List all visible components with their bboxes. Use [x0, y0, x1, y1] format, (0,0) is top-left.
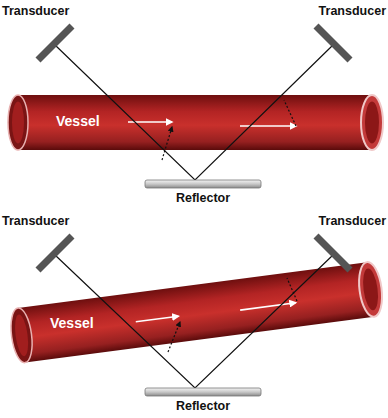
reflector-plate — [145, 180, 261, 188]
ultrasound-beam — [55, 255, 333, 388]
vessel-label: Vessel — [56, 113, 100, 129]
transducer-label: Transducer — [319, 214, 386, 228]
ultrasound-beam — [55, 45, 333, 180]
vessel-label: Vessel — [50, 315, 94, 331]
flow-arrows — [168, 278, 297, 352]
vessel-tube — [8, 95, 383, 150]
transducer-bar — [38, 26, 72, 60]
transducer-bar — [38, 236, 72, 270]
top-panel — [8, 26, 383, 188]
reflector-label: Reflector — [176, 191, 230, 205]
vessel-tube — [8, 261, 385, 364]
transducer-label: Transducer — [319, 4, 386, 18]
flow-arrows — [128, 100, 296, 160]
transducer-label: Transducer — [2, 4, 69, 18]
bottom-panel — [8, 236, 385, 396]
reflector-plate — [145, 388, 261, 396]
transducer-bar — [316, 236, 350, 270]
transducer-label: Transducer — [2, 214, 69, 228]
transducer-bar — [316, 26, 350, 60]
reflector-label: Reflector — [176, 399, 230, 413]
